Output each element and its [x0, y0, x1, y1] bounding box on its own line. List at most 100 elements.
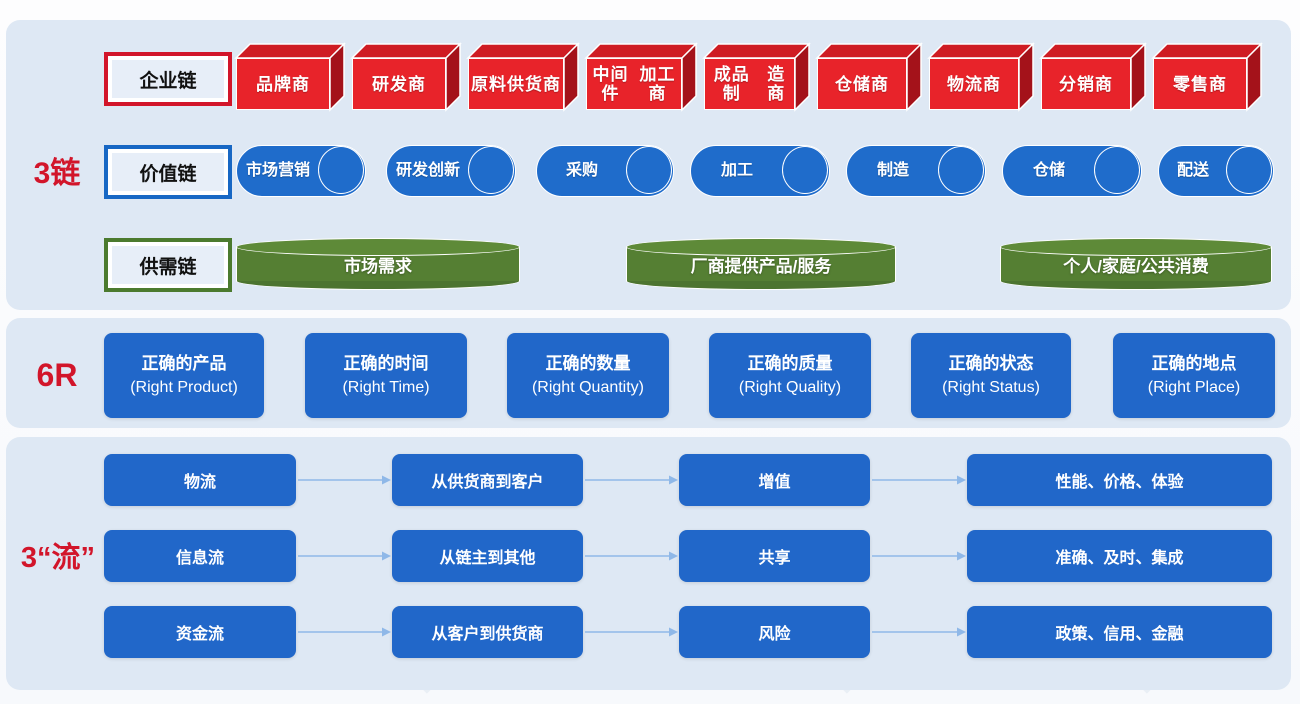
flow-cell-label: 共享: [758, 550, 791, 567]
enterprise-node[interactable]: 原料供货商: [466, 42, 580, 112]
flow-arrow: [583, 475, 679, 485]
cylinder-cap: [468, 146, 514, 194]
cube-3d-shape: [927, 42, 1035, 112]
cube-3d-shape: [1151, 42, 1263, 112]
enterprise-node[interactable]: 研发商: [350, 42, 462, 112]
flow-arrow: [583, 627, 679, 637]
six-r-card[interactable]: 正确的地点 (Right Place): [1113, 333, 1275, 418]
flow-cell[interactable]: 资金流: [104, 606, 296, 658]
flow-cell-label: 增值: [758, 474, 791, 491]
supply-demand-node[interactable]: 市场需求: [236, 238, 520, 290]
flow-cell-label: 信息流: [175, 550, 224, 567]
value-chain-node-label: 配送: [1176, 162, 1209, 179]
flow-cell[interactable]: 准确、及时、集成: [967, 530, 1272, 582]
value-chain-node-label: 仓储: [1032, 162, 1065, 179]
flow-cell[interactable]: 物流: [104, 454, 296, 506]
six-r-card-cn: 正确的状态: [948, 353, 1034, 373]
supply-demand-node[interactable]: 厂商提供产品/服务: [626, 238, 896, 290]
six-r-card[interactable]: 正确的数量 (Right Quantity): [507, 333, 669, 418]
flow-cell-label: 准确、及时、集成: [1055, 550, 1184, 567]
six-r-card-en: (Right Quality): [738, 378, 842, 396]
flow-cell[interactable]: 性能、价格、体验: [967, 454, 1272, 506]
six-r-card-en: (Right Place): [1147, 378, 1241, 396]
enterprise-node[interactable]: 分销商: [1039, 42, 1147, 112]
enterprise-node-label: 分销商: [1041, 58, 1131, 110]
flow-arrow: [870, 475, 967, 485]
group-label-six-r: 6R: [36, 357, 78, 393]
flow-cell[interactable]: 增值: [679, 454, 870, 506]
flow-arrow: [583, 551, 679, 561]
cylinder-cap: [626, 146, 672, 194]
flow-cell[interactable]: 共享: [679, 530, 870, 582]
enterprise-node-label: 研发商: [352, 58, 446, 110]
value-chain-node-label: 市场营销: [245, 162, 311, 179]
supply-demand-node-label: 个人/家庭/公共消费: [1063, 256, 1209, 276]
enterprise-node[interactable]: 成品制造商: [702, 42, 811, 112]
cylinder-cap: [1226, 146, 1272, 194]
six-r-card[interactable]: 正确的状态 (Right Status): [911, 333, 1071, 418]
cylinder-cap: [1094, 146, 1140, 194]
flow-cell-label: 从供货商到客户: [431, 474, 544, 491]
enterprise-node[interactable]: 零售商: [1151, 42, 1263, 112]
cylinder-cap: [318, 146, 364, 194]
group-label-three-flows: 3“流”: [20, 542, 96, 574]
six-r-card-cn: 正确的时间: [343, 353, 429, 373]
group-label-three-chains: 3链: [33, 157, 81, 190]
six-r-card-cn: 正确的地点: [1151, 353, 1237, 373]
flow-cell[interactable]: 从客户到供货商: [392, 606, 583, 658]
six-r-card[interactable]: 正确的质量 (Right Quality): [709, 333, 871, 418]
supply-demand-node[interactable]: 个人/家庭/公共消费: [1000, 238, 1272, 290]
value-chain-node[interactable]: 研发创新: [386, 145, 516, 197]
value-chain-node-label: 制造: [876, 162, 909, 179]
flow-arrow: [296, 475, 392, 485]
enterprise-node[interactable]: 品牌商: [234, 42, 346, 112]
cylinder-cap: [782, 146, 828, 194]
value-chain-node[interactable]: 仓储: [1002, 145, 1142, 197]
disk-lid: [236, 238, 520, 256]
value-chain-node-label: 采购: [565, 162, 598, 179]
flow-arrow: [870, 551, 967, 561]
enterprise-node[interactable]: 中间件加工商: [584, 42, 698, 112]
flow-arrow: [870, 627, 967, 637]
six-r-card-cn: 正确的数量: [545, 353, 631, 373]
value-chain-node[interactable]: 加工: [690, 145, 830, 197]
flow-cell[interactable]: 政策、信用、金融: [967, 606, 1272, 658]
six-r-card[interactable]: 正确的时间 (Right Time): [305, 333, 467, 418]
value-chain-node-label: 研发创新: [395, 162, 461, 179]
value-chain-node[interactable]: 制造: [846, 145, 986, 197]
enterprise-node-label: 原料供货商: [468, 58, 564, 110]
enterprise-node[interactable]: 仓储商: [815, 42, 923, 112]
enterprise-node-label: 品牌商: [236, 58, 330, 110]
supply-demand-node-label: 市场需求: [344, 256, 412, 276]
six-r-card-cn: 正确的质量: [747, 353, 833, 373]
flow-cell-label: 资金流: [175, 626, 224, 643]
disk-lid: [626, 238, 896, 256]
chain-label-value[interactable]: 价值链: [104, 145, 232, 199]
value-chain-node[interactable]: 采购: [536, 145, 674, 197]
cube-3d-shape: [702, 42, 811, 112]
flow-cell-label: 物流: [183, 474, 216, 491]
chain-label-enterprise[interactable]: 企业链: [104, 52, 232, 106]
enterprise-node-label: 物流商: [929, 58, 1019, 110]
flow-arrow: [296, 551, 392, 561]
cube-3d-shape: [815, 42, 923, 112]
flow-cell[interactable]: 信息流: [104, 530, 296, 582]
six-r-card[interactable]: 正确的产品 (Right Product): [104, 333, 264, 418]
enterprise-node-label: 成品制造商: [704, 58, 795, 110]
flow-cell-label: 政策、信用、金融: [1055, 626, 1184, 643]
value-chain-node[interactable]: 市场营销: [236, 145, 366, 197]
chain-label-enterprise-text: 企业链: [112, 60, 224, 98]
six-r-card-en: (Right Time): [342, 378, 430, 396]
supply-demand-node-label: 厂商提供产品/服务: [690, 256, 832, 276]
flow-cell[interactable]: 从供货商到客户: [392, 454, 583, 506]
chain-label-supply-demand[interactable]: 供需链: [104, 238, 232, 292]
chain-label-value-text: 价值链: [112, 153, 224, 191]
value-chain-node-label: 加工: [720, 162, 753, 179]
flow-cell[interactable]: 风险: [679, 606, 870, 658]
enterprise-node[interactable]: 物流商: [927, 42, 1035, 112]
enterprise-node-label: 零售商: [1153, 58, 1247, 110]
six-r-card-en: (Right Status): [942, 378, 1040, 396]
flow-cell[interactable]: 从链主到其他: [392, 530, 583, 582]
chain-label-supply-demand-text: 供需链: [112, 246, 224, 284]
value-chain-node[interactable]: 配送: [1158, 145, 1274, 197]
